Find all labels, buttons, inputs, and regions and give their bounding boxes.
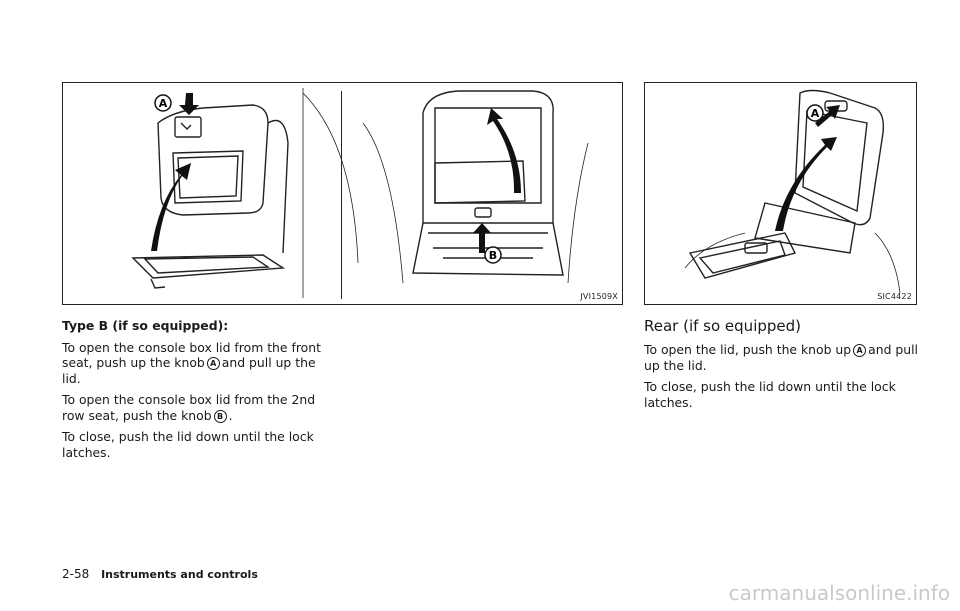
callout-b: B [484,246,502,264]
rear-push-arrow-icon [473,223,491,253]
knob-a-icon: A [853,344,867,357]
section-title: Instruments and controls [101,568,258,581]
figure-code-left: JVI1509X [580,292,618,301]
callout-a: A [154,94,172,112]
type-b-section: Type B (if so equipped): To open the con… [62,318,336,466]
type-b-paragraph-3: To close, push the lid down until the lo… [62,429,314,460]
watermark: carmanualsonline.info [728,581,950,605]
type-b-paragraph-1: To open the console box lid from the fro… [62,339,321,386]
type-b-heading: Type B (if so equipped): [62,318,229,333]
rear-heading: Rear (if so equipped) [644,317,802,335]
open-arrow-icon [151,163,191,251]
tray-outline [688,232,797,279]
console-box-figure: A B JVI1509X [62,82,623,305]
push-arrow-icon [815,105,840,127]
figure-code-right: SIC4422 [877,292,912,301]
rear-section: Rear (if so equipped) To open the lid, p… [644,316,918,416]
rear-open-arrow-icon [487,108,521,193]
open-arrow-icon [775,137,837,231]
rear-lid-outline [422,90,554,224]
push-arrow-icon [179,93,199,115]
lid-outline [794,89,885,226]
rear-paragraph-2: To close, push the lid down until the lo… [644,379,896,410]
tray-outline [131,254,286,279]
page-footer: 2-58 Instruments and controls [62,567,258,581]
rear-lid-figure: A SIC4422 [644,82,917,305]
knob-b-icon: B [213,409,227,423]
callout-a: A [806,104,824,122]
knob-a-icon: A [206,357,220,370]
console-illustration: A B [131,88,589,298]
type-b-paragraph-2: To open the console box lid from the 2nd… [62,392,316,423]
svg-text:A: A [811,107,820,120]
rear-lid-illustration: A [684,89,901,294]
panel-divider [341,91,342,299]
svg-text:A: A [159,97,168,110]
svg-text:B: B [489,249,497,262]
page-number: 2-58 [62,567,90,581]
